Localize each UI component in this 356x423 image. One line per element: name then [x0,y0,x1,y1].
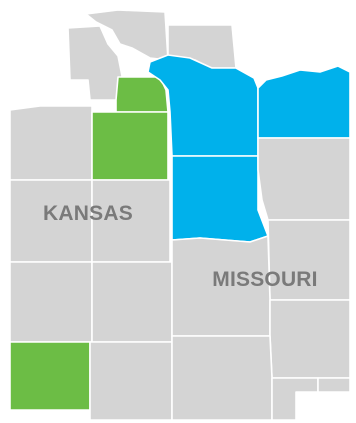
county-ks-west-3 [9,261,93,343]
county-ks-north-1 [67,25,123,101]
county-mo-east-4 [317,377,351,393]
state-label-missouri: MISSOURI [212,268,317,291]
county-ks-south-2 [89,341,173,421]
county-mo-blue-2 [257,65,351,139]
county-ks-north-2 [85,9,169,61]
county-regions [9,9,351,421]
county-ks-north-3 [115,76,169,113]
county-mo-east-3 [269,299,351,379]
county-mo-south-1 [171,335,273,421]
county-ks-green-mid [91,111,169,181]
county-ks-center-2 [91,261,173,343]
county-mo-east-1 [257,137,351,221]
county-ks-green-south [9,341,91,411]
county-ks-west-1 [9,105,93,181]
county-mo-south-2 [271,377,319,421]
state-label-kansas: KANSAS [43,202,133,225]
county-mo-blue-3 [171,155,269,243]
